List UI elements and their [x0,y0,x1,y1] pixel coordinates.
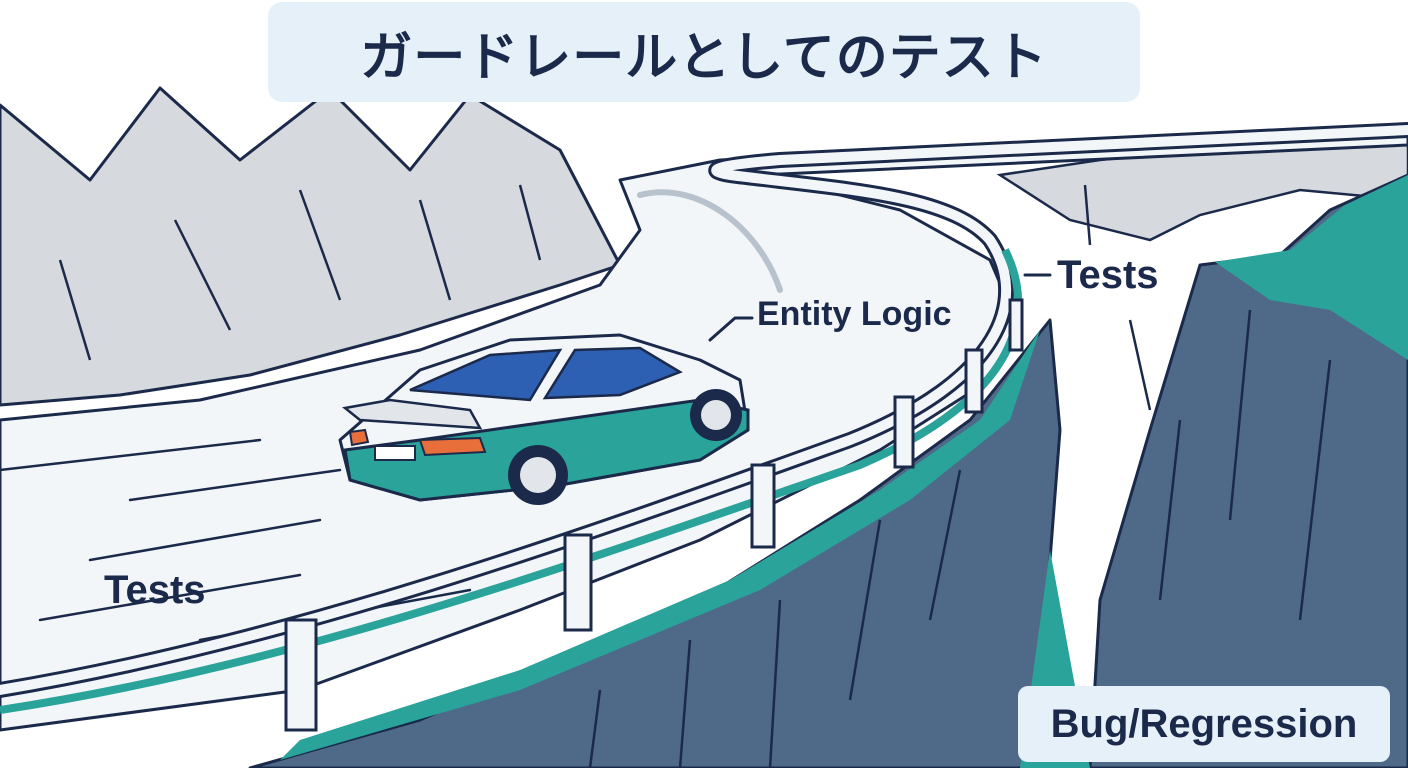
leader-lines [708,273,1052,342]
car [338,333,750,505]
center-cliff [248,318,1062,768]
bug-regression-box: Bug/Regression [1018,686,1390,762]
tests-label-right: Tests [1057,253,1159,297]
title-banner: ガードレールとしてのテスト [268,2,1140,102]
left-rocks [0,86,622,407]
guardrail [0,122,1408,732]
tests-label-left: Tests [104,568,206,612]
bug-regression-label: Bug/Regression [1050,701,1358,746]
entity-logic-label: Entity Logic [757,295,952,333]
page-title: ガードレールとしてのテスト [360,27,1048,88]
